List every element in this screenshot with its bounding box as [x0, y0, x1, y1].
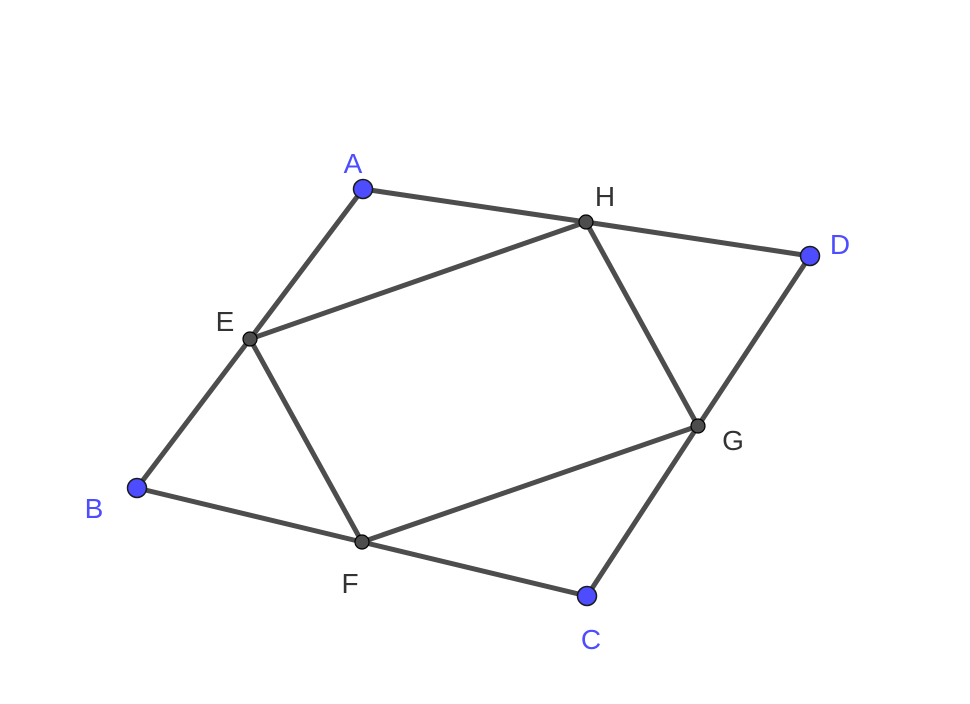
segment-hg[interactable] [583, 219, 701, 429]
label-h: H [595, 181, 615, 212]
point-h [578, 214, 594, 230]
segment-fb[interactable] [134, 485, 365, 545]
label-g: G [722, 425, 744, 456]
segment-be[interactable] [134, 336, 253, 491]
labels-layer: A B C D E F G H [85, 148, 850, 655]
segments-layer [134, 186, 813, 599]
segment-cf[interactable] [359, 539, 590, 599]
segment-dg[interactable] [695, 253, 813, 429]
segment-ah[interactable] [360, 186, 589, 225]
point-c[interactable] [576, 585, 598, 607]
label-a: A [344, 148, 363, 179]
segment-fe[interactable] [247, 336, 365, 545]
segment-ea[interactable] [247, 186, 366, 342]
label-f: F [341, 568, 358, 599]
segment-eh[interactable] [247, 219, 589, 342]
point-b[interactable] [126, 477, 148, 499]
point-g [690, 418, 706, 434]
label-e: E [216, 306, 235, 337]
point-a[interactable] [352, 178, 374, 200]
segment-gf[interactable] [359, 423, 701, 545]
points-layer [126, 178, 821, 607]
point-f [354, 534, 370, 550]
label-c: C [581, 624, 601, 655]
segment-hd[interactable] [583, 219, 813, 259]
label-b: B [85, 493, 104, 524]
point-d[interactable] [799, 245, 821, 267]
point-e [242, 331, 258, 347]
label-d: D [830, 229, 850, 260]
segment-gc[interactable] [584, 423, 701, 599]
